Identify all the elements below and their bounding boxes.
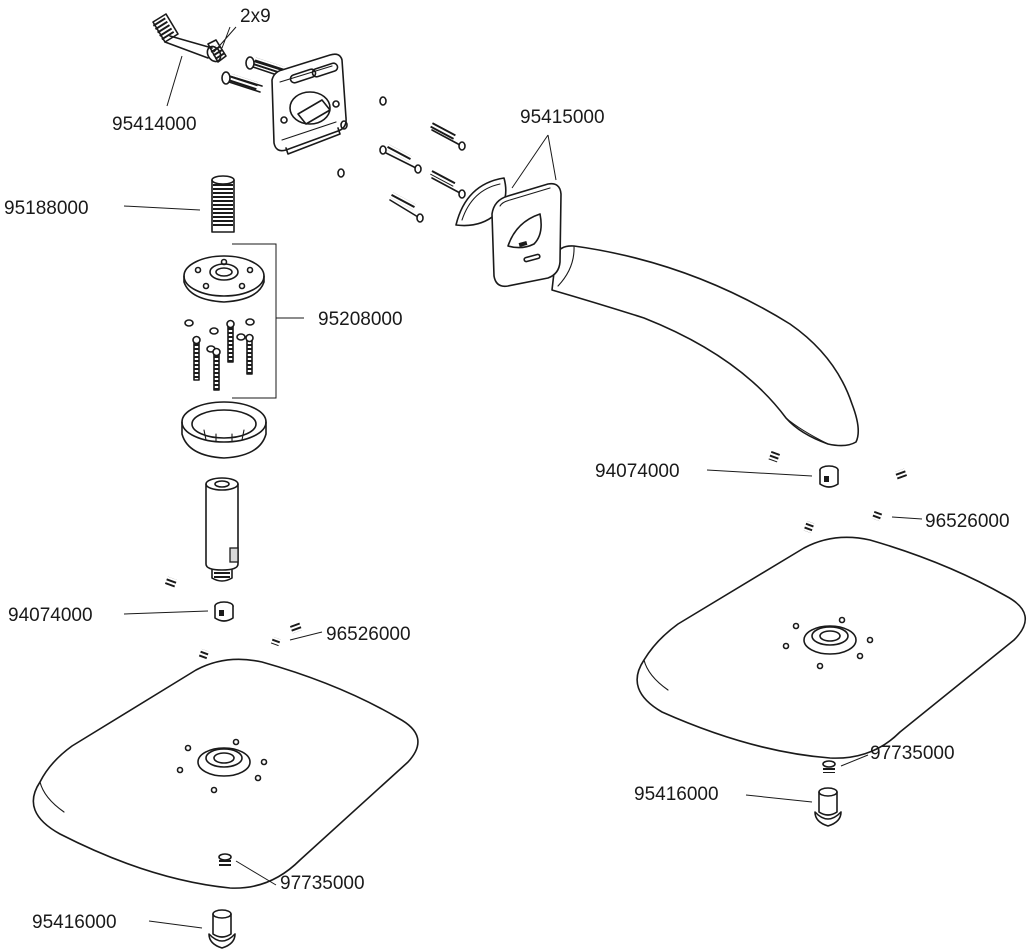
label-97735000-right: 97735000 <box>870 743 955 764</box>
nozzle-left <box>208 909 236 949</box>
cover-screws <box>385 122 466 223</box>
label-95416000-left: 95416000 <box>32 912 117 933</box>
connector-94074000-right <box>819 465 839 488</box>
connector-94074000-left <box>214 601 234 622</box>
part-labels: 2x9 95414000 95188000 95208000 95415000 … <box>4 6 1010 933</box>
wall-mounting-plate <box>271 53 347 155</box>
label-96526000-left: 96526000 <box>326 624 411 645</box>
small-washers <box>337 96 387 178</box>
threaded-nipple-95188000 <box>211 175 235 233</box>
ceiling-cover-cup <box>181 401 267 459</box>
label-94074000-left: 94074000 <box>8 605 93 626</box>
label-97735000-left: 97735000 <box>280 873 365 894</box>
ceiling-flange-plate <box>183 255 265 303</box>
shower-arm <box>551 245 860 447</box>
label-95208000: 95208000 <box>318 309 403 330</box>
label-95416000-right: 95416000 <box>634 784 719 805</box>
label-95188000: 95188000 <box>4 198 89 219</box>
jet-insert-left <box>218 853 232 866</box>
shower-head-left <box>32 658 419 889</box>
grub-screws-right <box>768 450 908 534</box>
label-95414000: 95414000 <box>112 114 197 135</box>
flange-screws <box>184 318 255 391</box>
label-96526000-right: 96526000 <box>925 511 1010 532</box>
wall-cover-escutcheon <box>491 182 562 288</box>
grub-screws-left <box>164 576 303 661</box>
quantity-note-2x9: 2x9 <box>240 6 271 27</box>
label-95415000: 95415000 <box>520 107 605 128</box>
extension-pipe <box>205 477 239 582</box>
jet-insert-right <box>822 760 836 773</box>
threaded-spindle-part <box>151 13 227 63</box>
label-94074000-right: 94074000 <box>595 461 680 482</box>
shower-head-right <box>636 536 1027 759</box>
nozzle-right <box>814 787 842 827</box>
leader-lines <box>123 26 923 929</box>
